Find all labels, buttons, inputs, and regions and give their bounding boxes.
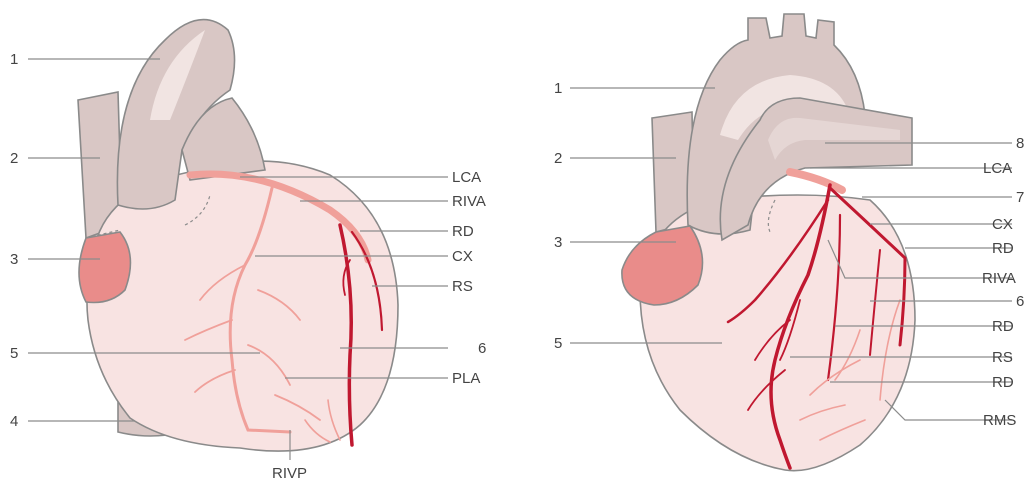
right-labels-left: 1 2 3 5 — [554, 80, 562, 352]
right-label-rd-3: RD — [992, 374, 1014, 391]
left-label-5: 5 — [10, 345, 18, 362]
right-labels-right: 8 LCA 7 CX RD RIVA 6 RD RS RD RMS — [982, 135, 1024, 429]
right-label-rd-2: RD — [992, 318, 1014, 335]
right-label-7: 7 — [1016, 189, 1024, 206]
left-label-rd: RD — [452, 223, 474, 240]
right-label-5: 5 — [554, 335, 562, 352]
left-label-4: 4 — [10, 413, 18, 430]
right-label-lca: LCA — [983, 160, 1012, 177]
left-label-6: 6 — [478, 340, 486, 357]
left-label-1: 1 — [10, 51, 18, 68]
right-label-6: 6 — [1016, 293, 1024, 310]
right-label-rd-1: RD — [992, 240, 1014, 257]
left-heart-figure — [78, 20, 398, 451]
right-label-2: 2 — [554, 150, 562, 167]
left-label-riva: RIVA — [452, 193, 486, 210]
right-label-rms: RMS — [983, 412, 1016, 429]
left-label-lca: LCA — [452, 169, 481, 186]
left-labels-left: 1 2 3 5 4 — [10, 51, 18, 430]
left-label-3: 3 — [10, 251, 18, 268]
left-label-rs: RS — [452, 278, 473, 295]
right-label-cx: CX — [992, 216, 1013, 233]
left-label-cx: CX — [452, 248, 473, 265]
left-label-2: 2 — [10, 150, 18, 167]
right-label-1: 1 — [554, 80, 562, 97]
right-label-rs: RS — [992, 349, 1013, 366]
left-atrium-3 — [79, 232, 130, 303]
left-label-pla: PLA — [452, 370, 480, 387]
right-label-3: 3 — [554, 234, 562, 251]
right-label-riva: RIVA — [982, 270, 1016, 287]
right-label-8: 8 — [1016, 135, 1024, 152]
left-label-rivp: RIVP — [272, 465, 307, 482]
